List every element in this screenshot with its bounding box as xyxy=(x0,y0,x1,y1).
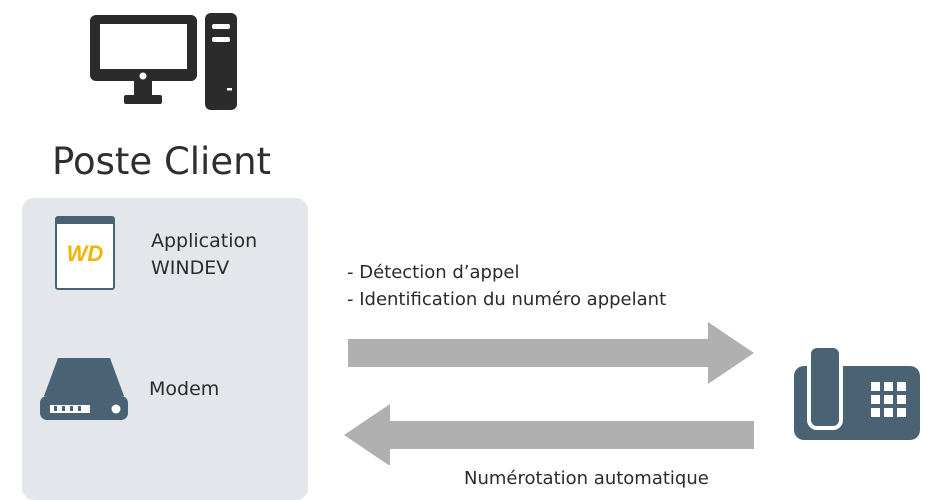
arrows xyxy=(340,315,760,469)
app-label: Application WINDEV xyxy=(151,228,257,282)
modem-label: Modem xyxy=(149,378,220,400)
left-arrow xyxy=(344,404,754,466)
app-label-line2: WINDEV xyxy=(151,257,230,279)
windev-app-icon: WD xyxy=(55,216,119,294)
detection-line2: - Identification du numéro appelant xyxy=(347,289,667,310)
computer-icon xyxy=(90,10,240,116)
fax-phone-icon xyxy=(792,344,922,448)
modem-icon xyxy=(38,352,134,428)
right-arrow xyxy=(348,322,754,384)
page-title: Poste Client xyxy=(52,140,272,183)
app-label-line1: Application xyxy=(151,230,258,252)
dialing-label: Numérotation automatique xyxy=(464,468,709,489)
detection-text: - Détection d’appel - Identification du … xyxy=(347,259,666,313)
detection-line1: - Détection d’appel xyxy=(347,262,520,283)
windev-logo-text: WD xyxy=(67,241,104,266)
